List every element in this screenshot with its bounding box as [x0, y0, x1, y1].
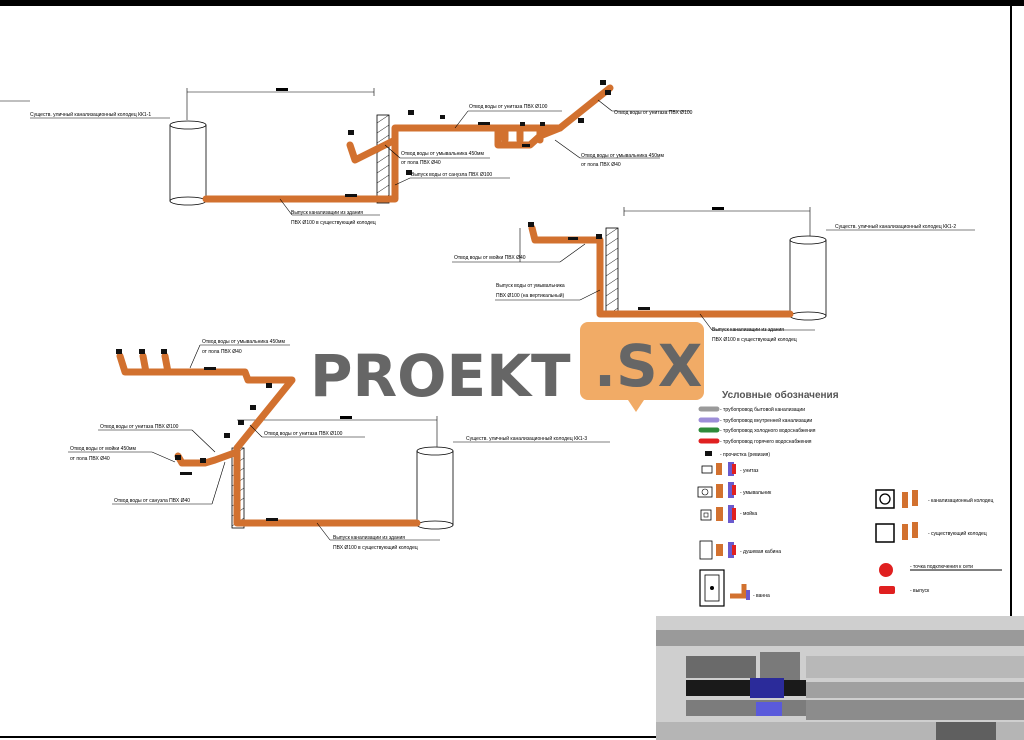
- legend-item: - канализационный колодец: [928, 497, 993, 504]
- legend-item: - мойка: [740, 510, 757, 517]
- label: Выпуск воды от санузла ПВХ Ø100: [411, 172, 492, 178]
- legend-item: - точка подключения к сети: [910, 564, 973, 570]
- label: Отвод воды от умывальника 450мм: [401, 151, 484, 157]
- legend-item: - трубопровод горячего водоснабжения: [720, 439, 812, 445]
- label: ПВХ Ø100 в существующий колодец: [712, 336, 797, 343]
- pipe-branch: [174, 448, 241, 467]
- watermark-bubble: [580, 322, 704, 400]
- well-kk1-1: [169, 120, 207, 206]
- legend-swatches: [698, 406, 720, 456]
- scheme-1: Существ. уличный канализационный колодец…: [30, 80, 693, 226]
- label: ПВХ Ø100 в существующий колодец: [333, 544, 418, 551]
- washbasin-icon: [697, 482, 736, 498]
- scheme-2: Существ. уличный канализационный колодец…: [452, 207, 975, 343]
- legend-item: - душевая кабина: [740, 549, 781, 555]
- watermark-left: PROEKT: [310, 342, 571, 410]
- label: Выпуск канализации из здания: [712, 327, 784, 333]
- dimension-mark: [276, 88, 288, 91]
- label: Отвод воды от унитаза ПВХ Ø100: [100, 424, 179, 430]
- legend-item: - прочистка (ревизия): [720, 452, 770, 458]
- label: Отвод воды от санузла ПВХ Ø40: [114, 498, 190, 504]
- label: Отвод воды от умывальника 450мм: [581, 153, 664, 159]
- legend-item: - трубопровод холодного водоснабжения: [720, 428, 816, 434]
- bathtub-icon: [699, 569, 750, 607]
- label: Отвод воды от умывальника 450мм: [202, 339, 285, 345]
- title-block: [656, 616, 1024, 740]
- well-label: Существ. уличный канализационный колодец…: [835, 223, 956, 230]
- label: Отвод воды от мойки ПВХ Ø40: [454, 254, 526, 261]
- well-kk1-2: [789, 235, 827, 321]
- pipe-branch: [346, 136, 399, 164]
- connection-point-icon: [879, 563, 1002, 577]
- sink-icon: [700, 505, 736, 523]
- toilet-icon: [701, 462, 736, 476]
- watermark: PROEKT .SX: [300, 318, 704, 412]
- label: от пола ПВХ Ø40: [202, 349, 242, 355]
- label: Выпуск канализации из здания: [333, 535, 405, 541]
- label: Отвод воды от унитаза ПВХ Ø100: [264, 431, 343, 437]
- well-label: Существ. уличный канализационный колодец…: [466, 435, 587, 442]
- well-kk1-3: [416, 446, 454, 530]
- legend-item: - ванна: [753, 593, 770, 599]
- legend-item: - существующий колодец: [928, 530, 987, 537]
- pipe-main-2: [528, 224, 794, 318]
- label: ПВХ Ø100 (на вертикальный): [496, 292, 565, 299]
- legend-title: Условные обозначения: [722, 389, 839, 401]
- label: Отвод воды от унитаза ПВХ Ø100: [469, 104, 548, 110]
- pipe-stubs: [501, 124, 544, 144]
- label: Выпуск воды от умывальника: [496, 283, 565, 289]
- label: от пола ПВХ Ø40: [401, 160, 441, 166]
- pipe-stubs: [139, 352, 172, 376]
- legend-item: - трубопровод бытовой канализации: [720, 406, 805, 413]
- label: Отвод воды от унитаза ПВХ Ø100: [614, 110, 693, 116]
- pipe-main-1: [202, 84, 614, 203]
- legend-item: - трубопровод внутренней канализации: [720, 417, 812, 424]
- label: Выпуск канализации из здания: [291, 210, 363, 216]
- legend-item: - умывальник: [740, 490, 772, 496]
- label: от пола ПВХ Ø40: [581, 162, 621, 168]
- manhole-icon: [875, 489, 918, 509]
- top-border: [0, 0, 1024, 6]
- shower-icon: [699, 540, 736, 560]
- legend-item: - унитаз: [740, 468, 759, 474]
- watermark-right: .SX: [594, 332, 703, 400]
- well-label: Существ. уличный канализационный колодец…: [30, 111, 151, 118]
- existing-well-icon: [875, 522, 918, 543]
- label: ПВХ Ø100 в существующий колодец: [291, 219, 376, 226]
- legend: Условные обозначения - трубопровод бытов…: [697, 389, 1002, 607]
- label: Отвод воды от мойки 450мм: [70, 445, 136, 452]
- sheet-border: [0, 6, 1012, 738]
- outlet-icon: [879, 586, 895, 594]
- label: от пола ПВХ Ø40: [70, 456, 110, 462]
- scheme-3: Существ. уличный канализационный колодец…: [68, 339, 610, 551]
- legend-item: - выпуск: [910, 588, 930, 594]
